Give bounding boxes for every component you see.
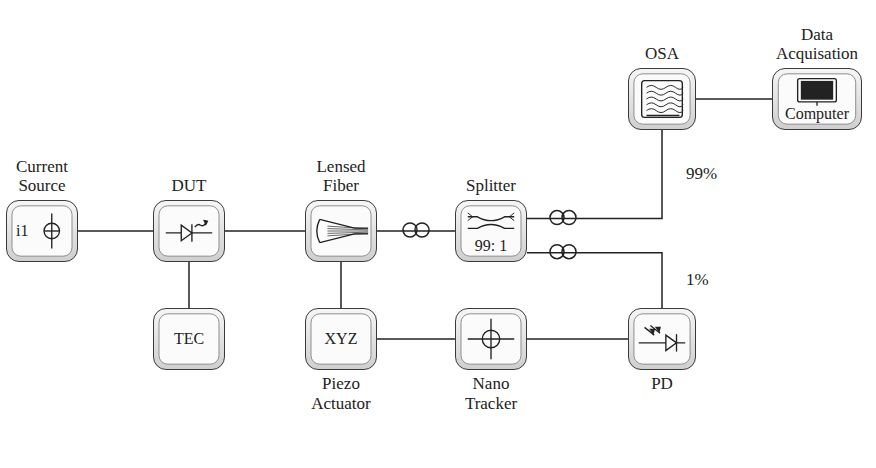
osa-box: OSA	[628, 68, 696, 130]
tec-box: TEC	[153, 308, 225, 370]
laser-symbol	[166, 220, 212, 241]
box-icon	[629, 309, 695, 369]
monitor-symbol	[798, 79, 837, 106]
pd-symbol	[639, 325, 685, 351]
split-ratio-label: 1%	[684, 270, 711, 290]
node-text: TEC	[174, 330, 204, 348]
box-icon	[154, 201, 224, 261]
split-ratio-label: 99%	[684, 164, 719, 184]
node-heading: Lensed Fiber	[301, 157, 381, 196]
fiber-coil	[550, 245, 576, 259]
inner-panel	[159, 314, 219, 364]
fiber-connector	[377, 230, 455, 232]
node-text: i1	[16, 222, 28, 240]
fiber-connector	[225, 230, 305, 232]
node-heading: Piezo Actuator	[301, 374, 381, 413]
fiber-coil	[403, 223, 429, 237]
dut-box: DUT	[153, 200, 225, 262]
node-text: XYZ	[325, 330, 358, 348]
nano-tracker-box: Nano Tracker	[455, 308, 527, 370]
node-heading: DUT	[149, 176, 229, 196]
source-symbol	[44, 214, 59, 249]
box-icon	[306, 201, 376, 261]
fiber-connector	[188, 262, 190, 308]
lens-symbol	[317, 219, 368, 242]
node-heading: PD	[622, 374, 702, 394]
fiber-connector	[340, 262, 342, 308]
track-symbol	[468, 319, 514, 360]
fiber-coil	[550, 211, 576, 225]
node-heading: Nano Tracker	[451, 374, 531, 413]
fiber-connector	[696, 98, 772, 100]
computer-box: Data AcquisationComputer	[772, 68, 862, 130]
inner-panel	[461, 206, 521, 256]
node-text: 99: 1	[475, 237, 507, 255]
pd-box: PD	[628, 308, 696, 370]
fiber-connector	[527, 253, 662, 308]
current-source-box: Current Sourcei1	[6, 200, 78, 262]
inner-panel	[461, 314, 521, 364]
inner-panel	[159, 206, 219, 256]
inner-panel	[778, 74, 855, 124]
node-heading: Splitter	[451, 176, 531, 196]
splitter-box: Splitter99: 1	[455, 200, 527, 262]
inner-panel	[311, 314, 371, 364]
piezo-actuator-box: XYZPiezo Actuator	[305, 308, 377, 370]
fiber-connector	[78, 230, 153, 232]
osa-symbol	[642, 81, 684, 118]
inner-panel	[634, 74, 690, 124]
box-icon	[456, 309, 526, 369]
inner-panel	[634, 314, 690, 364]
inner-panel	[311, 206, 371, 256]
node-text: Computer	[785, 105, 849, 123]
lensed-fiber-box: Lensed Fiber	[305, 200, 377, 262]
coupler-symbol	[468, 213, 514, 228]
inner-panel	[12, 206, 72, 256]
fiber-connector	[527, 338, 628, 340]
fiber-connector	[377, 338, 455, 340]
node-heading: OSA	[622, 44, 702, 64]
fiber-connector	[527, 130, 662, 219]
box-icon	[629, 69, 695, 129]
node-heading: Data Acquisation	[762, 25, 872, 64]
node-heading: Current Source	[2, 157, 82, 196]
